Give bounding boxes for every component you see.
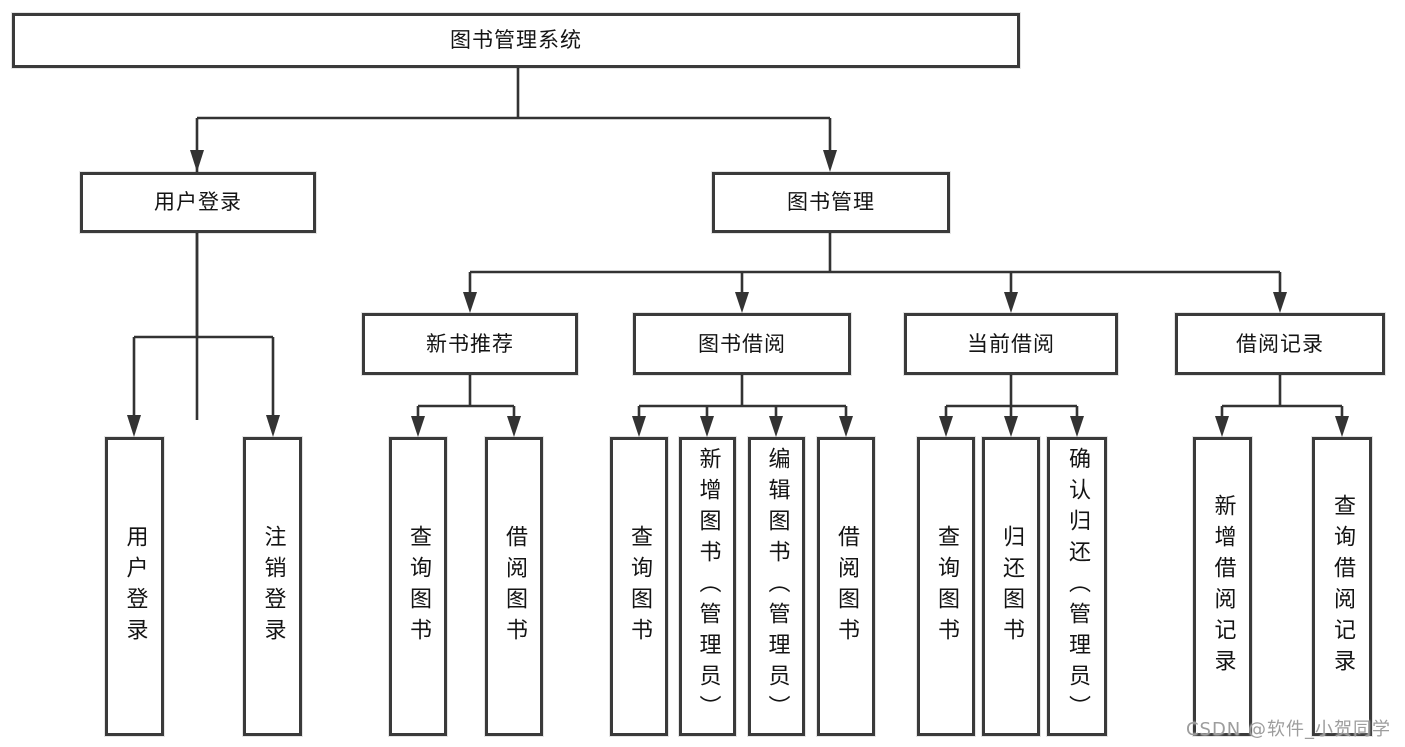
arrowheads <box>127 150 1349 437</box>
node-query-books-3: 查询图书 <box>917 437 975 736</box>
node-borrow-books-2: 借阅图书 <box>817 437 875 736</box>
node-return-books: 归还图书 <box>982 437 1040 736</box>
node-logout: 注销登录 <box>243 437 302 736</box>
node-new-book-recommend: 新书推荐 <box>362 313 578 375</box>
node-add-borrow-record: 新增借阅记录 <box>1193 437 1252 736</box>
csdn-watermark: CSDN @软件_小贺同学 <box>1185 719 1391 740</box>
node-borrow-books-1: 借阅图书 <box>485 437 543 736</box>
node-borrow-records: 借阅记录 <box>1175 313 1385 375</box>
node-edit-books-admin: 编辑图书（管理员） <box>748 437 805 736</box>
node-user-login-module: 用户登录 <box>80 172 316 233</box>
node-query-borrow-record: 查询借阅记录 <box>1312 437 1372 736</box>
node-confirm-return-admin: 确认归还（管理员） <box>1047 437 1107 736</box>
node-query-books-1: 查询图书 <box>389 437 447 736</box>
node-current-borrow: 当前借阅 <box>904 313 1118 375</box>
node-user-login: 用户登录 <box>105 437 164 736</box>
node-query-books-2: 查询图书 <box>610 437 668 736</box>
node-root-system: 图书管理系统 <box>12 13 1020 68</box>
node-book-borrow: 图书借阅 <box>633 313 851 375</box>
node-book-management-module: 图书管理 <box>712 172 950 233</box>
node-add-books-admin: 新增图书（管理员） <box>679 437 736 736</box>
